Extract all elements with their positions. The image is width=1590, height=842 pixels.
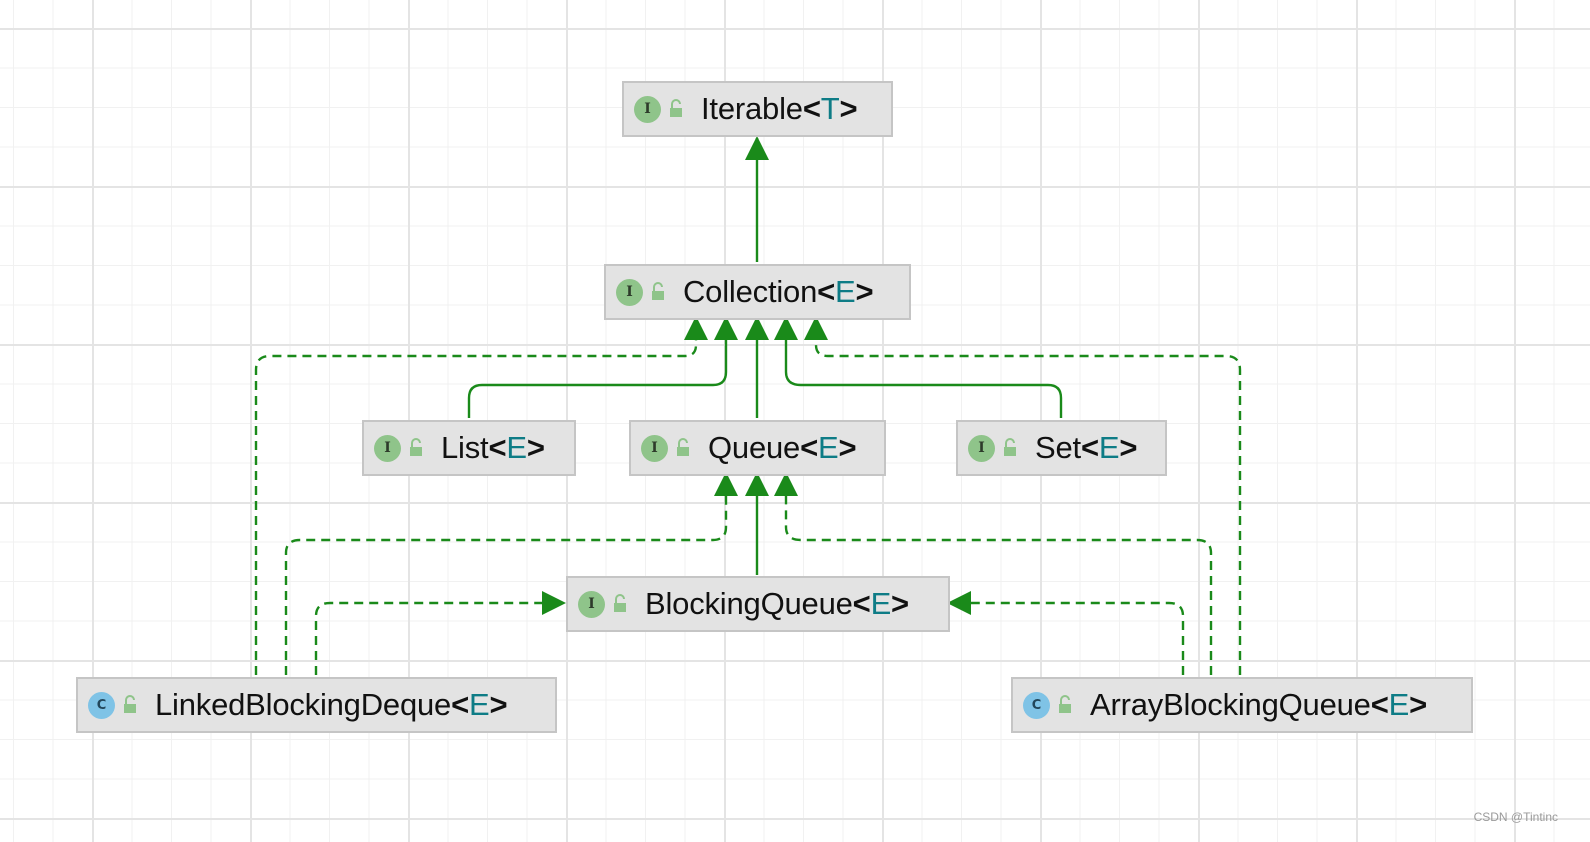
node-label: Collection<E>	[683, 274, 874, 309]
node-label: Set<E>	[1035, 430, 1138, 465]
open-lock-icon	[1004, 438, 1016, 456]
node-iterable[interactable]: I Iterable<T>	[622, 81, 893, 137]
edge-arrayblockingqueue-to-queue	[774, 472, 1213, 675]
node-blocking-queue[interactable]: I BlockingQueue<E>	[566, 576, 950, 632]
node-label: BlockingQueue<E>	[645, 586, 909, 621]
edge-linkedblockingdeque-to-collection	[254, 316, 708, 675]
watermark: CSDN @Tintinc	[1473, 810, 1558, 824]
edge-set-to-collection	[774, 316, 1063, 418]
class-badge-icon: C	[1023, 691, 1050, 719]
interface-badge-icon: I	[616, 278, 643, 306]
edge-linkedblockingdeque-to-blockingqueue	[314, 591, 566, 675]
node-label: Queue<E>	[708, 430, 857, 465]
node-array-blocking-queue[interactable]: C ArrayBlockingQueue<E>	[1011, 677, 1473, 733]
open-lock-icon	[670, 99, 682, 117]
node-label: LinkedBlockingDeque<E>	[155, 687, 508, 722]
node-list[interactable]: I List<E>	[362, 420, 576, 476]
node-label: ArrayBlockingQueue<E>	[1090, 687, 1428, 722]
node-collection[interactable]: I Collection<E>	[604, 264, 911, 320]
open-lock-icon	[677, 438, 689, 456]
interface-badge-icon: I	[634, 95, 661, 123]
interface-badge-icon: I	[968, 434, 995, 462]
open-lock-icon	[652, 282, 664, 300]
interface-badge-icon: I	[641, 434, 668, 462]
node-label: Iterable<T>	[701, 91, 858, 126]
node-queue[interactable]: I Queue<E>	[629, 420, 886, 476]
node-set[interactable]: I Set<E>	[956, 420, 1167, 476]
interface-badge-icon: I	[578, 590, 605, 618]
edge-arrayblockingqueue-to-blockingqueue	[947, 591, 1185, 675]
node-label: List<E>	[441, 430, 545, 465]
node-linked-blocking-deque[interactable]: C LinkedBlockingDeque<E>	[76, 677, 557, 733]
open-lock-icon	[124, 695, 136, 713]
class-badge-icon: C	[88, 691, 115, 719]
interface-badge-icon: I	[374, 434, 401, 462]
open-lock-icon	[1059, 695, 1071, 713]
edge-arrayblockingqueue-to-collection	[804, 316, 1242, 675]
open-lock-icon	[614, 594, 626, 612]
edge-list-to-collection	[467, 316, 738, 418]
open-lock-icon	[410, 438, 422, 456]
edge-linkedblockingdeque-to-queue	[284, 472, 738, 675]
